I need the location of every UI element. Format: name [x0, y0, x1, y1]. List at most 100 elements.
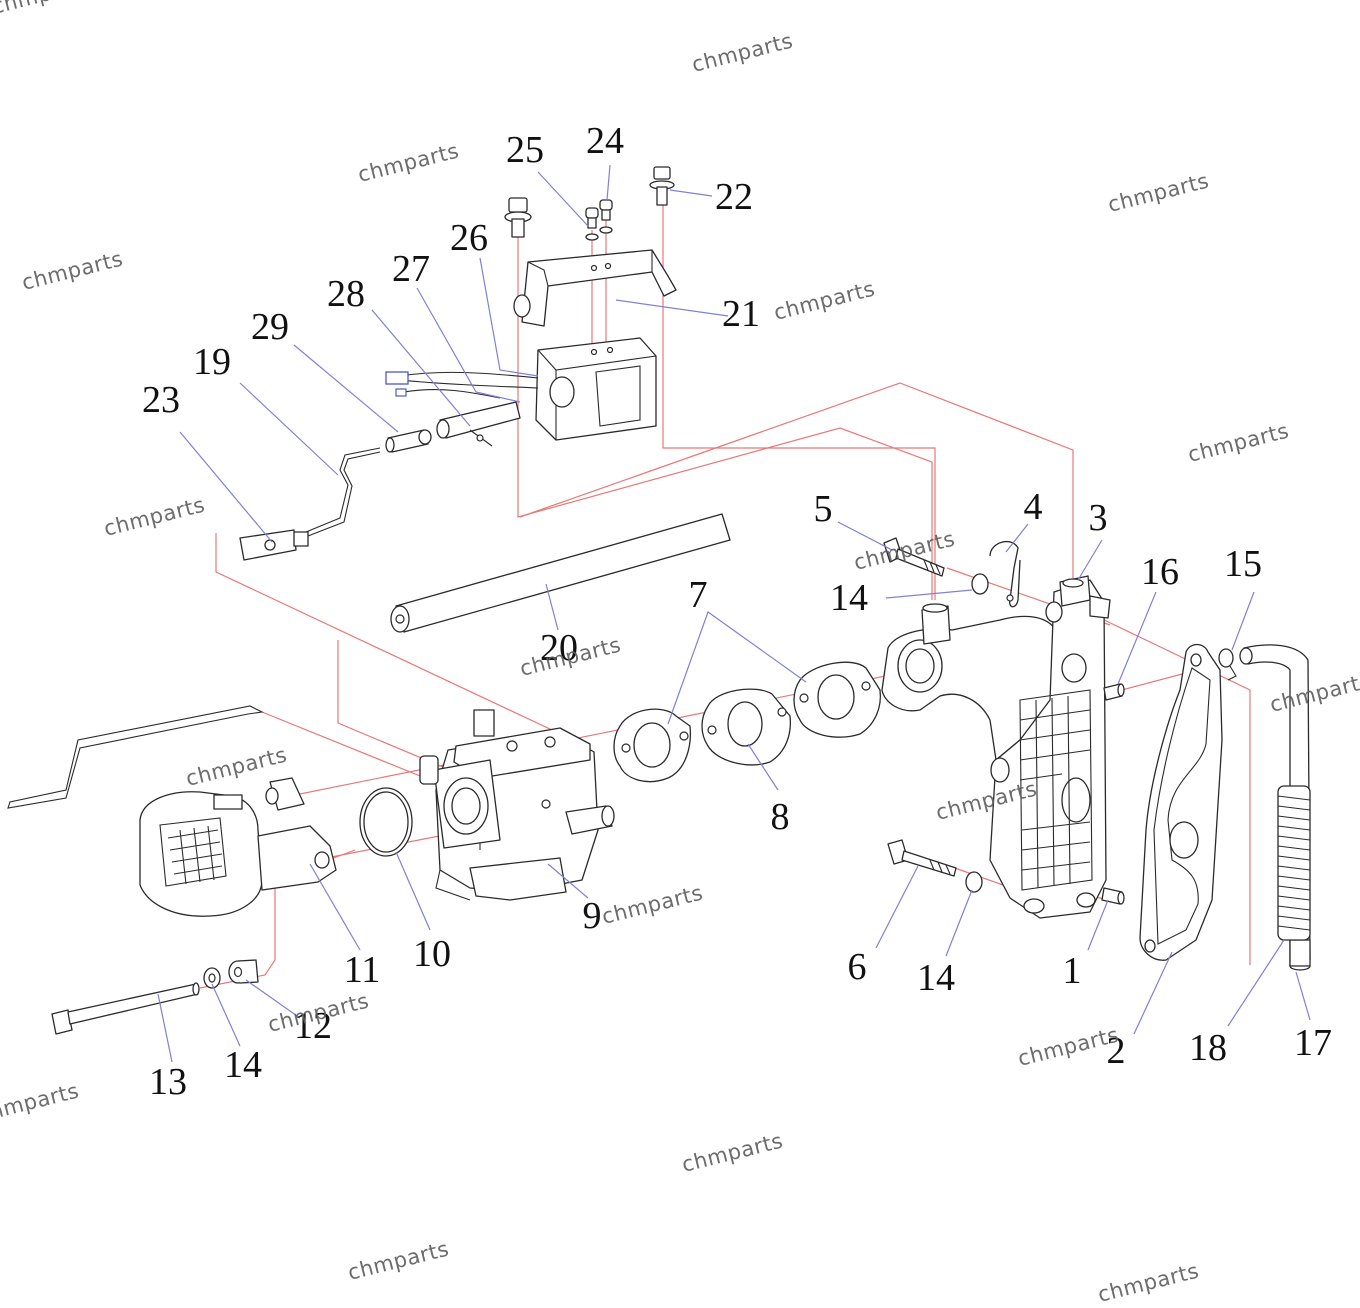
- leader-18: [1227, 939, 1285, 1027]
- leader-6: [875, 865, 919, 949]
- watermark-text: chmparts: [679, 1129, 785, 1177]
- leader-1: [1087, 899, 1109, 951]
- callout-9: 9: [583, 895, 602, 937]
- watermark-text: chmparts: [0, 0, 95, 19]
- callout-5: 5: [814, 488, 833, 530]
- watermark-text: chmparts: [101, 493, 207, 541]
- leader-29: [293, 344, 399, 433]
- leader-27: [416, 287, 521, 403]
- watermark-text: chmparts: [1105, 169, 1211, 217]
- watermark-text: chmparts: [19, 247, 125, 295]
- leader-19: [239, 382, 339, 476]
- leader-2: [1133, 951, 1173, 1035]
- gasket-7b-drawing: [793, 661, 882, 738]
- wire-harness-drawing: [385, 371, 539, 399]
- leader-28: [371, 309, 471, 427]
- leader-16: [1117, 591, 1157, 685]
- leader-5: [837, 521, 893, 551]
- leader-10: [395, 851, 431, 931]
- watermark-text: chmparts: [771, 277, 877, 325]
- bracket-21-drawing: [513, 249, 677, 327]
- leader-14-middle: [945, 889, 973, 957]
- intake-manifold-drawing: [881, 603, 1061, 761]
- spring-18-drawing: [1277, 785, 1311, 941]
- washer-14-lower-drawing: [203, 967, 221, 989]
- leader-14-lower: [211, 983, 241, 1047]
- assembly-line-pipe: [1099, 617, 1251, 965]
- leader-23: [179, 431, 273, 543]
- watermark-text: chmparts: [1095, 1259, 1201, 1307]
- clevis-23-drawing: [239, 529, 309, 561]
- callout-1: 1: [1063, 950, 1082, 992]
- leader-13: [157, 993, 173, 1063]
- assembly-line-bolt-left: [517, 230, 933, 600]
- callout-12: 12: [294, 1005, 332, 1047]
- watermark-text: chmparts: [345, 1237, 451, 1285]
- dowel-1-drawing: [1101, 887, 1125, 905]
- callout-24: 24: [586, 120, 624, 162]
- through-bolt-13-drawing: [51, 982, 200, 1035]
- callout-25: 25: [506, 129, 544, 171]
- callout-14b: 14: [830, 577, 868, 619]
- watermark-text: chmparts: [1267, 669, 1360, 717]
- callout-4: 4: [1024, 486, 1043, 528]
- leader-lines: [157, 164, 1311, 1063]
- washer-14-upper-drawing: [971, 573, 989, 595]
- callout-16: 16: [1141, 551, 1179, 593]
- leader-7: [667, 611, 807, 725]
- callout-3: 3: [1089, 497, 1108, 539]
- callout-18: 18: [1189, 1027, 1227, 1069]
- leader-17: [1295, 971, 1311, 1021]
- callout-17: 17: [1294, 1022, 1332, 1064]
- assembly-line-choke-rod: [261, 711, 431, 781]
- callout-8: 8: [771, 796, 790, 838]
- callout-13: 13: [149, 1061, 187, 1103]
- bushing-12-drawing: [228, 959, 259, 984]
- callout-15: 15: [1224, 543, 1262, 585]
- watermark-text: chmparts: [0, 1079, 81, 1127]
- callout-22: 22: [715, 176, 753, 218]
- leader-4: [1005, 523, 1029, 553]
- mounting-plate-drawing: [989, 575, 1111, 919]
- bolt-6-drawing: [887, 839, 957, 877]
- leader-22: [669, 189, 713, 197]
- bolt-22-drawing: [649, 166, 675, 206]
- air-silencer-drawing: [139, 777, 337, 917]
- callout-14a: 14: [224, 1044, 262, 1086]
- callout-23: 23: [142, 379, 180, 421]
- leader-25: [537, 171, 589, 227]
- assembly-line-bolt-22: [662, 205, 936, 600]
- gasket-7a-drawing: [613, 708, 692, 783]
- parts-drawings: [7, 166, 1311, 1035]
- callout-26: 26: [450, 217, 488, 259]
- choke-rod-drawing: [7, 705, 264, 809]
- watermark-text: chmparts: [689, 29, 795, 77]
- callout-6: 6: [848, 946, 867, 988]
- screw-24-drawing: [599, 199, 613, 234]
- link-rod-19-drawing: [305, 447, 381, 537]
- plunger-28-drawing: [436, 401, 521, 447]
- callout-20: 20: [540, 627, 578, 669]
- bolt-5-drawing: [883, 537, 945, 577]
- leader-12: [245, 979, 301, 1019]
- callout-28: 28: [327, 273, 365, 315]
- callout-7: 7: [689, 574, 708, 616]
- leader-11: [309, 863, 361, 951]
- callout-11: 11: [344, 949, 381, 991]
- watermark-text: chmparts: [599, 881, 705, 929]
- leader-26: [479, 257, 539, 377]
- callout-21: 21: [722, 293, 760, 335]
- leader-20: [545, 583, 559, 631]
- callout-10: 10: [413, 933, 451, 975]
- assembly-line-bracket-3: [519, 382, 1074, 580]
- o-ring-10-drawing: [359, 787, 413, 857]
- leader-14-upper: [885, 589, 973, 599]
- tube-20-drawing: [390, 513, 731, 633]
- carburetor-drawing: [419, 709, 615, 901]
- dowel-16-drawing: [1103, 683, 1125, 701]
- callout-14c: 14: [917, 957, 955, 999]
- leader-21: [615, 299, 729, 317]
- clip-4-drawing: [989, 540, 1021, 608]
